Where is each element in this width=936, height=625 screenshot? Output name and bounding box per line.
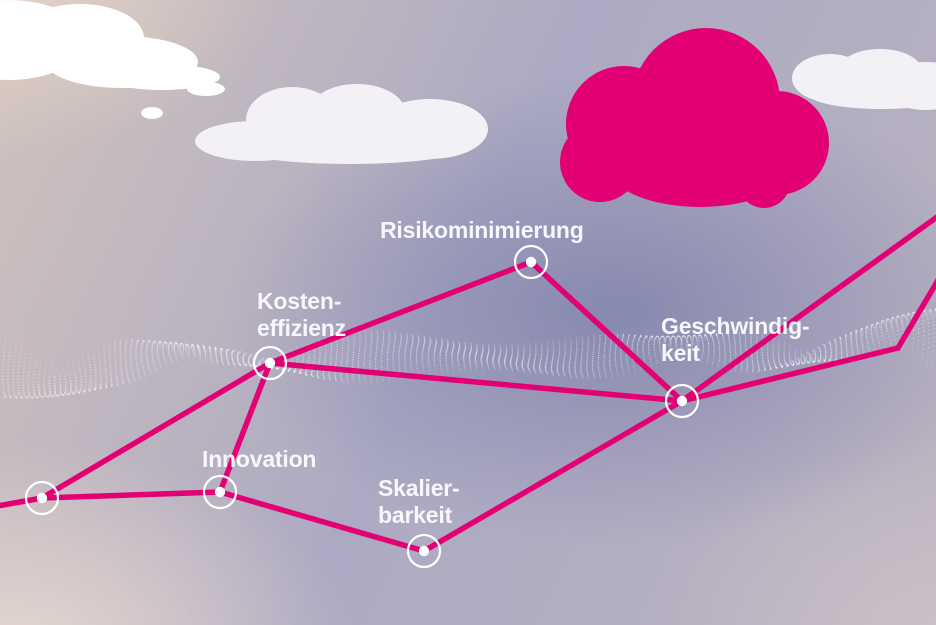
label-risikominimierung: Risikominimierung xyxy=(380,217,584,244)
white-cloud-top-right-icon xyxy=(792,49,936,110)
node-dot xyxy=(214,486,226,498)
particle-wave-strand xyxy=(0,319,936,399)
network-node-skalierbarkeit xyxy=(406,533,442,569)
magenta-cloud-icon xyxy=(560,28,829,208)
label-line: Kosten- xyxy=(257,288,342,314)
network-edge-kosteneffizienz-to-risikominimierung xyxy=(269,259,532,366)
particle-wave-strand xyxy=(0,309,936,395)
particle-wave-strand xyxy=(0,330,936,398)
network-edge-risikominimierung-to-geschwindigkeit xyxy=(529,259,684,404)
particle-wave-strand xyxy=(0,321,936,399)
network-edge-skalierbarkeit-to-geschwindigkeit xyxy=(422,398,684,554)
network-edge-geschwindigkeit-bend-to-offscreen-right xyxy=(681,278,936,404)
node-ring xyxy=(202,474,238,510)
white-cloud-top-left-icon xyxy=(0,0,225,119)
node-dot xyxy=(36,492,48,504)
label-line: Geschwindig- xyxy=(661,313,810,339)
network-edge-offscreen-left-to-edge-left xyxy=(0,495,43,509)
node-ring xyxy=(252,345,288,381)
particle-wave-strand xyxy=(0,316,936,398)
label-skalierbarkeit: Skalier-barkeit xyxy=(378,475,460,529)
network-node-risikominimierung xyxy=(513,244,549,280)
network-edge-edge-left-to-innovation xyxy=(41,489,221,501)
network-edges-layer xyxy=(0,214,936,554)
particle-wave-strand xyxy=(0,308,936,394)
node-dot xyxy=(418,545,430,557)
particle-wave-strand xyxy=(0,322,936,399)
network-edge-geschwindigkeit-to-offscreen-right-upper xyxy=(680,214,936,404)
node-dot xyxy=(525,256,537,268)
network-node-innovation xyxy=(202,474,238,510)
white-cloud-top-middle-icon xyxy=(195,84,488,164)
node-dot xyxy=(264,357,276,369)
label-line: keit xyxy=(661,340,700,366)
network-edge-innovation-to-kosteneffizienz xyxy=(217,362,273,493)
node-dot xyxy=(676,395,688,407)
particle-wave-strand xyxy=(0,308,936,393)
network-edge-edge-left-to-kosteneffizienz xyxy=(40,360,272,501)
network-edge-innovation-to-skalierbarkeit xyxy=(219,489,425,554)
particle-wave-strand xyxy=(0,317,936,399)
label-line: barkeit xyxy=(378,502,453,528)
label-line: Skalier- xyxy=(378,475,460,501)
node-ring xyxy=(664,383,700,419)
label-line: Innovation xyxy=(202,446,317,472)
network-edge-kosteneffizienz-to-geschwindigkeit xyxy=(269,360,683,404)
particle-wave-strand xyxy=(0,330,936,399)
node-ring xyxy=(406,533,442,569)
clouds-layer xyxy=(0,0,936,208)
label-geschwindigkeit: Geschwindig-keit xyxy=(661,313,810,367)
label-kosteneffizienz: Kosten-effizienz xyxy=(257,288,346,342)
node-ring xyxy=(513,244,549,280)
network-node-geschwindigkeit xyxy=(664,383,700,419)
particle-wave-strand xyxy=(0,328,936,399)
label-line: Risikominimierung xyxy=(380,217,584,243)
particle-waves-layer xyxy=(0,308,936,399)
network-node-edge-left xyxy=(24,480,60,516)
network-node-kosteneffizienz xyxy=(252,345,288,381)
node-ring xyxy=(24,480,60,516)
label-innovation: Innovation xyxy=(202,446,316,473)
network-nodes-layer xyxy=(24,244,700,569)
label-line: effizienz xyxy=(257,315,346,341)
